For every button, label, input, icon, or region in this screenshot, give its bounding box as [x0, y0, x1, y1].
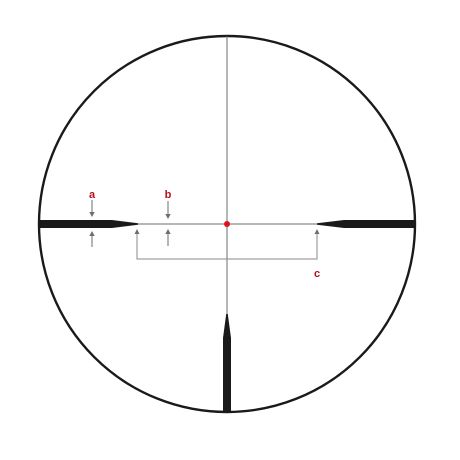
- center-red-dot: [224, 221, 230, 227]
- dimension-a-marker: [89, 200, 95, 247]
- bottom-post: [223, 314, 231, 411]
- label-c: c: [314, 268, 320, 280]
- left-post: [40, 220, 138, 228]
- dimension-b-marker: [165, 201, 171, 246]
- label-a: a: [89, 189, 96, 201]
- right-post: [317, 220, 414, 228]
- label-b: b: [165, 189, 172, 201]
- dimension-c-bracket: [134, 229, 320, 260]
